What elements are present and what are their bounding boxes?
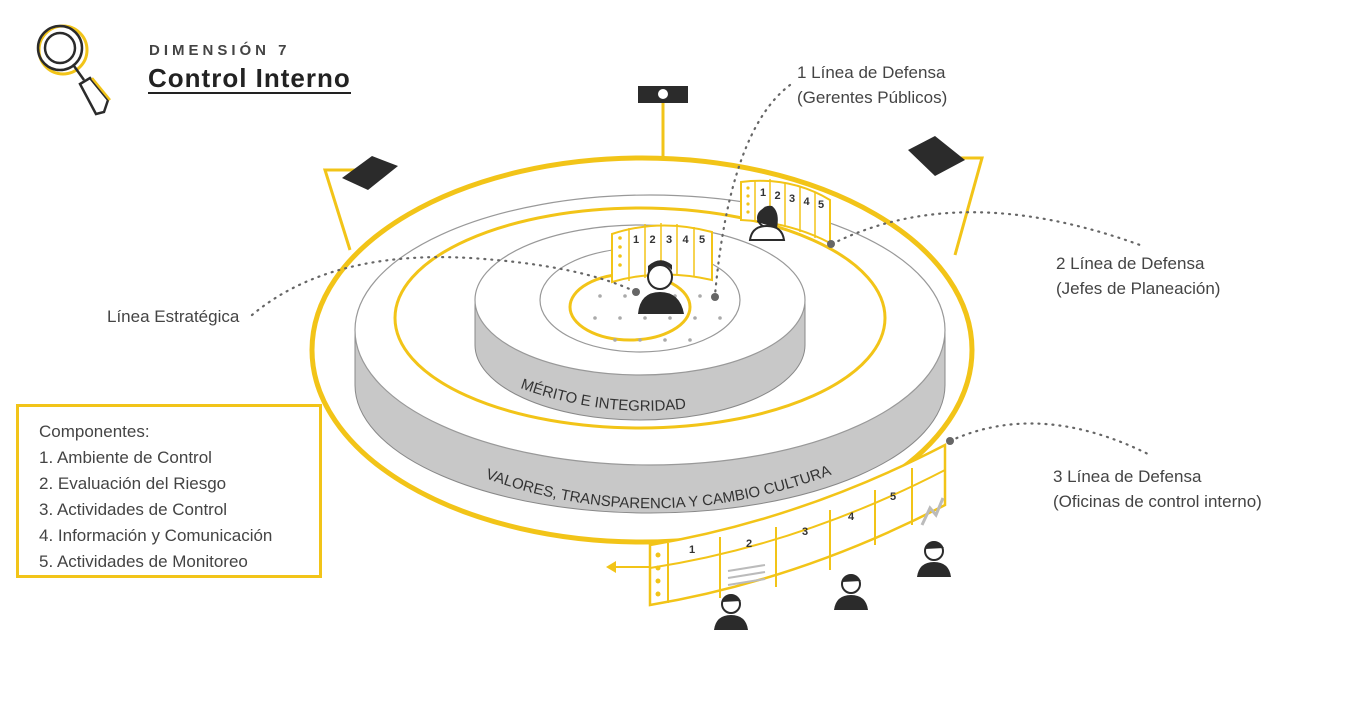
panel-number: 5 bbox=[699, 234, 705, 246]
floor-dot bbox=[638, 338, 642, 342]
components-box: Componentes: 1. Ambiente de Control 2. E… bbox=[16, 404, 322, 578]
label-linea1-title: 1 Línea de Defensa bbox=[797, 63, 946, 82]
label-linea2-title: 2 Línea de Defensa bbox=[1056, 254, 1205, 273]
trend-up-icon bbox=[920, 497, 945, 526]
panel-number: 1 bbox=[760, 187, 766, 199]
panel-number: 2 bbox=[774, 190, 780, 202]
component-item: 3. Actividades de Control bbox=[39, 500, 228, 519]
panel-number: 4 bbox=[803, 196, 810, 208]
camera-poles bbox=[322, 86, 984, 256]
label-linea2-sub: (Jefes de Planeación) bbox=[1056, 279, 1220, 298]
floor-dot bbox=[668, 316, 672, 320]
leader-lines bbox=[250, 83, 1152, 457]
floor-dot bbox=[663, 338, 667, 342]
table-column-number: 3 bbox=[802, 526, 808, 538]
inner-disk-top bbox=[474, 224, 806, 376]
component-item: 4. Información y Comunicación bbox=[39, 526, 273, 545]
arrow-left-icon bbox=[606, 561, 616, 573]
component-item: 1. Ambiente de Control bbox=[39, 448, 212, 467]
floor-dot bbox=[593, 316, 597, 320]
person-icon bbox=[834, 574, 868, 610]
table-column-number: 5 bbox=[890, 491, 896, 503]
floor-dot bbox=[618, 316, 622, 320]
floor-dot bbox=[598, 294, 602, 298]
panel-number: 3 bbox=[666, 234, 672, 246]
label-linea3-sub: (Oficinas de control interno) bbox=[1053, 492, 1262, 511]
component-item: 5. Actividades de Monitoreo bbox=[39, 552, 248, 571]
floor-dot bbox=[693, 316, 697, 320]
panel-number: 2 bbox=[649, 234, 655, 246]
table-column-number: 1 bbox=[689, 544, 695, 556]
person-strategic-icon bbox=[638, 260, 684, 314]
components-title: Componentes: bbox=[39, 422, 150, 441]
table-column-number: 4 bbox=[848, 511, 855, 523]
floor-dot bbox=[613, 338, 617, 342]
floor-dot bbox=[688, 338, 692, 342]
floor-dot bbox=[718, 316, 722, 320]
label-linea3-title: 3 Línea de Defensa bbox=[1053, 467, 1202, 486]
panel-number: 5 bbox=[818, 199, 824, 211]
label-linea-estrategica: Línea Estratégica bbox=[107, 307, 240, 326]
panel-number: 3 bbox=[789, 193, 795, 205]
label-linea1-sub: (Gerentes Públicos) bbox=[797, 88, 947, 107]
dimension-kicker: DIMENSIÓN 7 bbox=[149, 42, 291, 59]
middle-ring bbox=[393, 206, 887, 430]
person-line1-icon bbox=[748, 205, 786, 241]
panel-number: 1 bbox=[633, 234, 639, 246]
magnifier-icon bbox=[36, 24, 111, 116]
floor-dot bbox=[623, 294, 627, 298]
table-column-number: 2 bbox=[746, 538, 752, 550]
component-item: 2. Evaluación del Riesgo bbox=[39, 474, 227, 493]
panel-number: 4 bbox=[682, 234, 689, 246]
person-icon bbox=[917, 541, 951, 577]
floor-dot bbox=[643, 316, 647, 320]
floor-dot bbox=[698, 294, 702, 298]
monitoring-table: 1 2 3 4 5 bbox=[606, 442, 947, 607]
page-title: Control Interno bbox=[148, 63, 351, 94]
person-icon bbox=[714, 594, 748, 630]
